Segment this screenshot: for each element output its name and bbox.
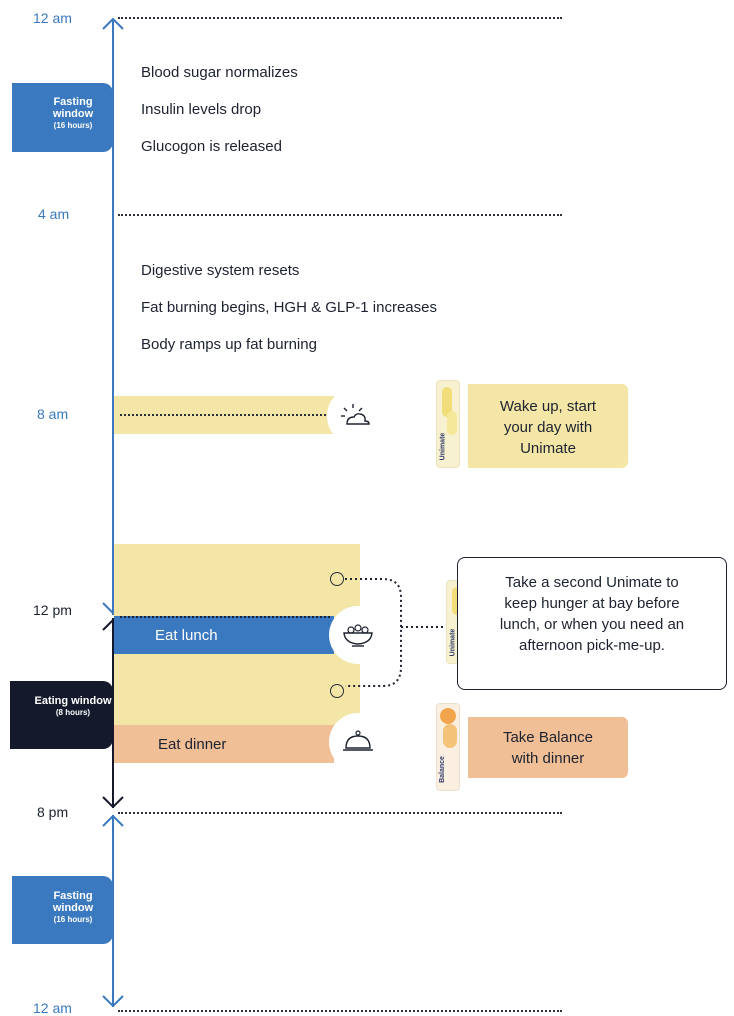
note-item: Digestive system resets — [141, 262, 300, 279]
fasting-window-hours: (16 hours) — [53, 915, 93, 924]
balance-card: Take Balance with dinner — [468, 717, 628, 778]
connector-bracket — [345, 578, 447, 687]
eating-window-badge: Eating window (8 hours) — [10, 681, 113, 749]
second-unimate-card: Take a second Unimate to keep hunger at … — [457, 557, 727, 690]
lunch-band — [114, 616, 334, 654]
packet-label: Unimate — [439, 432, 447, 461]
timeline-axis-lower — [112, 815, 114, 1007]
guide-line-12am — [118, 1010, 562, 1012]
second-unimate-text: Take a second Unimate to keep hunger at … — [499, 574, 685, 654]
time-label-12am: 12 am — [33, 10, 72, 26]
note-item: Body ramps up fat burning — [141, 336, 317, 353]
sunrise-icon — [341, 404, 370, 425]
chevron-down-icon — [102, 995, 124, 1008]
lunch-label: Eat lunch — [155, 627, 218, 644]
cloche-icon-holder — [329, 713, 387, 771]
bowl-icon — [343, 624, 373, 647]
time-label-8am: 8 am — [37, 406, 69, 422]
time-label-4am: 4 am — [38, 206, 70, 222]
eating-window-title: Eating window — [34, 695, 112, 707]
note-item: Insulin levels drop — [141, 101, 262, 118]
packet-label: Balance — [438, 756, 446, 783]
balance-packet: Balance — [437, 704, 459, 790]
guide-line-8pm — [118, 812, 562, 814]
note-item: Fat burning begins, HGH & GLP-1 increase… — [141, 299, 437, 316]
timeline-axis-eating — [112, 618, 114, 808]
guide-line-4am — [118, 214, 562, 216]
connector-node — [330, 572, 344, 586]
unimate-packet: Unimate — [437, 381, 459, 467]
chevron-up-icon — [102, 17, 124, 30]
timeline-axis-upper — [112, 19, 114, 615]
fasting-window-badge: Fasting window (16 hours) — [12, 83, 113, 152]
note-item: Glucogon is released — [141, 138, 282, 155]
cloche-icon — [343, 730, 373, 751]
fasting-window-title: Fasting window — [52, 96, 94, 120]
connector-node — [330, 684, 344, 698]
sunrise-icon-holder — [327, 387, 385, 445]
guide-line-12pm — [120, 616, 330, 618]
chevron-down-icon — [102, 796, 124, 809]
fasting-window-badge: Fasting window (16 hours) — [12, 876, 113, 944]
guide-line-12am — [118, 17, 562, 19]
chevron-up-icon — [102, 814, 124, 827]
eating-window-hours: (8 hours) — [55, 708, 91, 717]
time-label-8pm: 8 pm — [37, 804, 69, 820]
bowl-icon-holder — [329, 606, 387, 664]
fasting-window-hours: (16 hours) — [53, 121, 93, 130]
dinner-label: Eat dinner — [158, 736, 227, 753]
dinner-band — [114, 725, 334, 763]
time-label-12pm: 12 pm — [33, 602, 72, 618]
packet-label: Unimate — [449, 628, 457, 657]
note-item: Blood sugar normalizes — [141, 64, 298, 81]
guide-line-8am — [120, 414, 330, 416]
time-label-12am: 12 am — [33, 1000, 72, 1016]
fasting-window-title: Fasting window — [52, 890, 94, 914]
wake-card-text: Wake up, start your day with Unimate — [499, 398, 597, 457]
wake-card: Wake up, start your day with Unimate — [468, 384, 628, 468]
balance-card-text: Take Balance with dinner — [502, 729, 594, 767]
